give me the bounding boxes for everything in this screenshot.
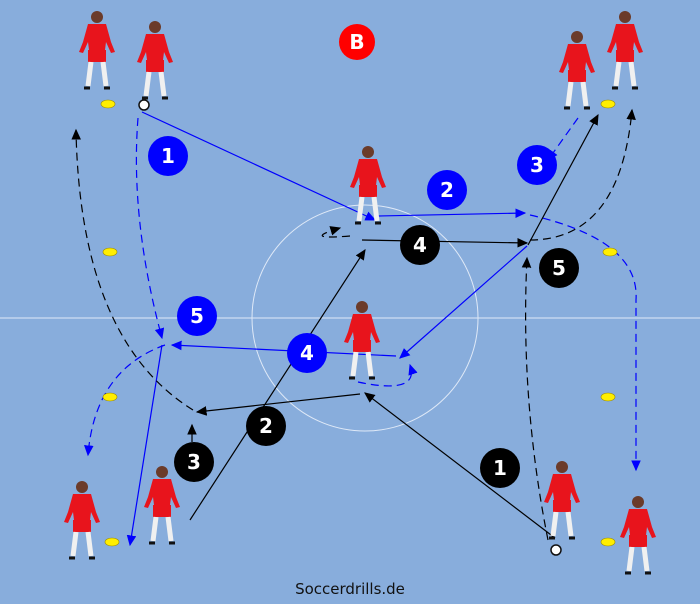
cone-icon (600, 392, 616, 402)
ball-icon (138, 99, 150, 111)
player-icon (620, 496, 656, 575)
team-badge: B (339, 24, 375, 60)
blue-pass-arrow (126, 344, 163, 547)
blue-step-2: 2 (427, 170, 467, 210)
black-pass-arrow (195, 393, 361, 416)
svg-text:3: 3 (530, 153, 544, 177)
svg-text:1: 1 (161, 144, 175, 168)
black-step-3: 3 (174, 442, 214, 482)
black-pass-arrow (527, 113, 599, 246)
player-icon (64, 481, 100, 560)
svg-text:4: 4 (300, 341, 314, 365)
black-run-arrow (529, 108, 636, 241)
svg-text:B: B (349, 30, 364, 54)
blue-run-arrow (135, 117, 165, 340)
watermark-footer: Soccerdrills.de (295, 580, 405, 598)
player-icon (137, 21, 173, 100)
black-run-arrow (321, 226, 351, 238)
svg-text:5: 5 (190, 304, 204, 328)
blue-step-3: 3 (517, 145, 557, 185)
svg-text:4: 4 (413, 233, 427, 257)
cone-icon (602, 247, 618, 257)
player-icon (144, 466, 180, 545)
ball-icon (550, 544, 562, 556)
blue-step-5: 5 (177, 296, 217, 336)
player-icon (79, 11, 115, 90)
svg-text:1: 1 (493, 456, 507, 480)
center-circle (251, 204, 479, 432)
blue-pass-arrow (399, 245, 528, 359)
black-pass-arrow (364, 392, 556, 539)
blue-step-1: 1 (148, 136, 188, 176)
blue-step-4: 4 (287, 333, 327, 373)
black-step-5: 5 (539, 248, 579, 288)
black-step-4: 4 (400, 225, 440, 265)
black-run-arrow (71, 128, 194, 411)
black-pass-arrow (189, 248, 366, 521)
black-step-1: 1 (480, 448, 520, 488)
player-icon (607, 11, 643, 90)
svg-text:5: 5 (552, 256, 566, 280)
blue-pass-arrow (141, 111, 377, 221)
black-run-arrow (521, 256, 549, 541)
cone-icon (102, 247, 118, 257)
cone-icon (600, 537, 616, 547)
blue-run-arrow (84, 344, 166, 457)
blue-pass-arrow (170, 340, 397, 357)
blue-run-arrow (357, 363, 418, 387)
player-icon (350, 146, 386, 225)
svg-text:2: 2 (259, 414, 273, 438)
cone-icon (600, 99, 616, 109)
blue-pass-arrow (377, 208, 527, 218)
cone-icon (100, 99, 116, 109)
svg-text:3: 3 (187, 450, 201, 474)
player-icon (559, 31, 595, 110)
black-step-2: 2 (246, 406, 286, 446)
player-icon (544, 461, 580, 540)
svg-text:2: 2 (440, 178, 454, 202)
cone-icon (102, 392, 118, 402)
black-pass-arrow (361, 238, 529, 248)
cone-icon (104, 537, 120, 547)
player-icon (344, 301, 380, 380)
